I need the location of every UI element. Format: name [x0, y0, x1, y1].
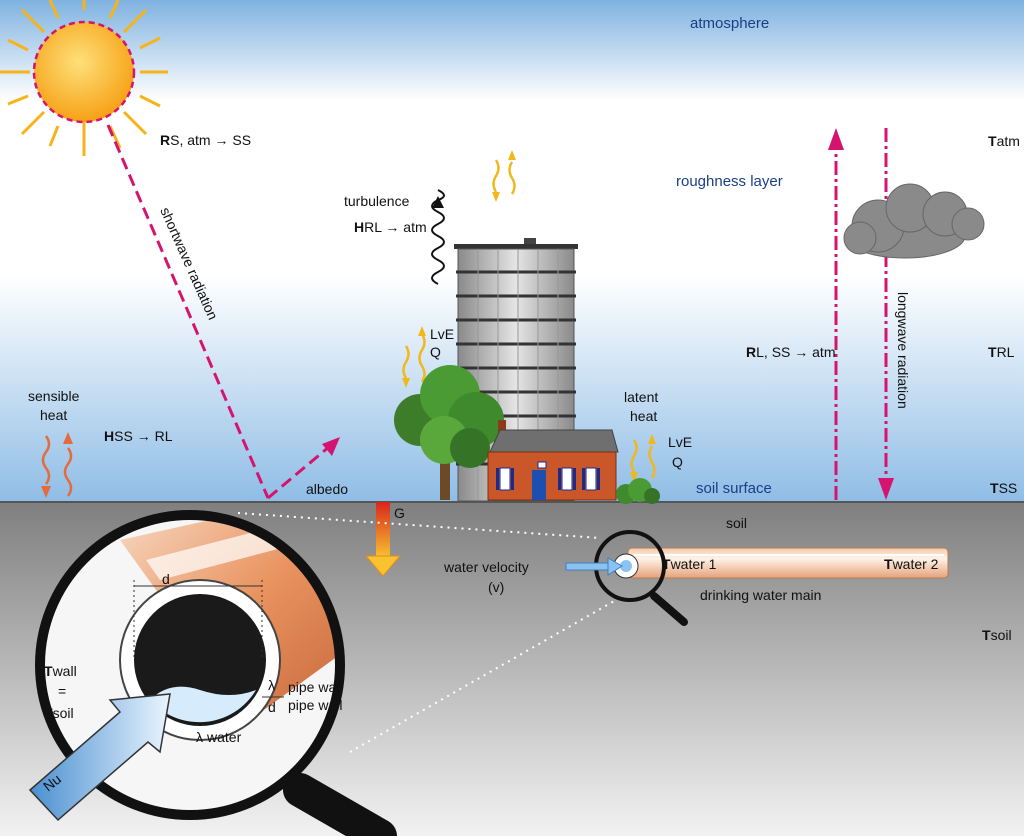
tree-icon — [394, 365, 504, 500]
nusselt-arrow — [28, 693, 171, 822]
wall-thickness-label: d — [268, 699, 276, 715]
t-soil-label: Tsoil — [982, 627, 1012, 643]
albedo-label: albedo — [306, 481, 348, 497]
sensible-heat-arrows — [41, 432, 73, 498]
water-velocity-arrow — [565, 557, 623, 576]
t-wall-label: Twall — [44, 663, 77, 679]
heat-wave-top — [492, 150, 516, 202]
zoom-connector-lines — [237, 512, 617, 753]
t-rl-label: TRL — [988, 344, 1015, 360]
longwave-up-arrow — [828, 128, 844, 500]
sensible-heat-label-1: sensible — [28, 388, 80, 404]
drinking-water-main-label: drinking water main — [700, 587, 821, 603]
t-soil-wall-label: Tsoil — [44, 705, 74, 721]
longwave-down-arrow — [878, 128, 894, 500]
q-label-tower: Q — [430, 344, 441, 360]
diameter-dimension — [133, 580, 263, 660]
bush-icon — [616, 478, 660, 504]
hss-flux-label: HSS → RL — [104, 428, 173, 444]
lve-label-house: LvE — [668, 434, 692, 450]
pipe-wall-label-2: pipe wall — [288, 697, 342, 713]
sensible-heat-label-2: heat — [40, 407, 67, 423]
hrl-flux-label: HRL → atm — [354, 219, 427, 235]
ground-heat-flux-arrow — [364, 502, 402, 577]
equals-sign: = — [58, 683, 66, 699]
water-velocity-label-1: water velocity — [443, 559, 529, 575]
latent-heat-label-1: latent — [624, 389, 658, 405]
soil-surface-label: soil surface — [696, 480, 772, 497]
lambda-wall-symbol: λ — [268, 677, 275, 693]
latent-heat-label-2: heat — [630, 408, 657, 424]
rs-flux-label: RS, atm → SS — [160, 132, 251, 148]
atmosphere-label: atmosphere — [690, 15, 769, 32]
house-building — [487, 420, 619, 501]
q-label-house: Q — [672, 454, 683, 470]
diameter-label: d — [162, 571, 170, 587]
turbulence-icon — [431, 189, 445, 285]
heat-wave-left — [402, 326, 426, 388]
g-flux-label: G — [394, 505, 405, 521]
soil-label: soil — [726, 515, 747, 531]
roughness-layer-label: roughness layer — [676, 173, 783, 190]
t-water1-label: Twater 1 — [662, 556, 717, 572]
lve-label-tower: LvE — [430, 326, 454, 342]
t-atm-label: Tatm — [988, 133, 1020, 149]
rl-flux-label: RL, SS → atm — [746, 344, 835, 360]
heat-wave-right — [630, 434, 656, 482]
t-water2-label: Twater 2 — [884, 556, 939, 572]
sun-icon — [0, 0, 168, 156]
t-ss-label: TSS — [990, 480, 1017, 496]
cloud-icon — [843, 183, 985, 259]
turbulence-label: turbulence — [344, 193, 410, 209]
shortwave-radiation-arrow — [106, 124, 340, 500]
pipe-wall-label-1: pipe wall — [288, 679, 342, 695]
water-velocity-label-2: (v) — [488, 579, 504, 595]
longwave-label: longwave radiation — [895, 292, 911, 409]
